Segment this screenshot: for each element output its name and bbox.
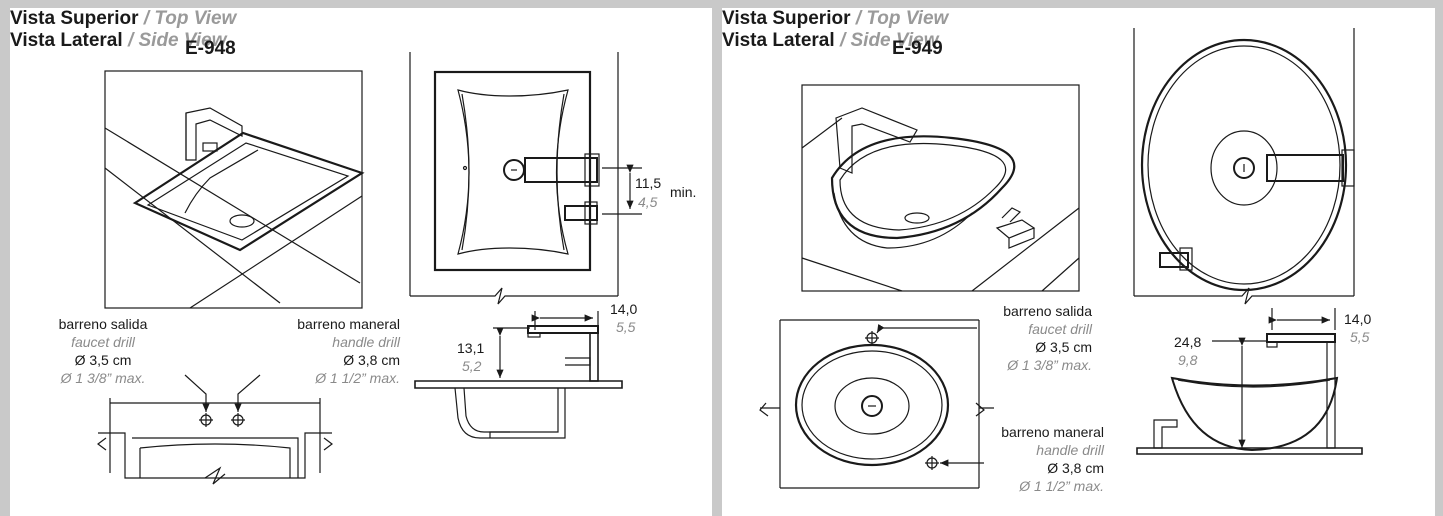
e948-side-view — [414, 311, 623, 439]
dim-top-value: 11,5 — [635, 175, 662, 191]
e948-front-view — [97, 374, 333, 485]
top-view-title-en: / Top View — [855, 8, 949, 29]
top-view-title: Vista Superior / Top View — [722, 8, 1435, 30]
side-view-title: Vista Lateral / Side View — [10, 30, 712, 52]
side-view-title-es: Vista Lateral — [10, 30, 123, 51]
e948-top-view — [409, 52, 642, 305]
dim-height-value: 24,8 — [1174, 334, 1202, 350]
dim-reach-value: 14,0 — [1344, 311, 1372, 327]
dim-top-inches: 4,5 — [638, 194, 658, 210]
model-number: E-948 — [185, 38, 236, 59]
side-view-title-es: Vista Lateral — [722, 30, 835, 51]
e949-top-view — [1133, 28, 1355, 305]
dim-reach-inches: 5,5 — [1350, 329, 1370, 345]
side-view-title-en: / Side View — [127, 30, 227, 51]
side-view-title: Vista Lateral / Side View — [722, 30, 1435, 52]
model-number: E-949 — [892, 38, 943, 59]
e949-drawings — [759, 28, 1363, 489]
e948-isometric-view — [104, 70, 365, 309]
dim-height-inches: 9,8 — [1178, 352, 1198, 368]
panel-e948: E-948 Vista Superior / Top View Vista La… — [10, 8, 712, 516]
top-view-title-es: Vista Superior — [722, 8, 851, 29]
e949-side-view — [1136, 308, 1363, 455]
dim-height-value: 13,1 — [457, 340, 485, 356]
dim-reach-inches: 5,5 — [616, 319, 636, 335]
e948-drawings — [97, 52, 642, 485]
dim-height-inches: 5,2 — [462, 358, 482, 374]
panel-e949: E-949 Vista Superior / Top View Vista La… — [722, 8, 1435, 516]
dim-top-min: min. — [670, 184, 697, 200]
top-view-title-es: Vista Superior — [10, 8, 139, 29]
side-view-title-en: / Side View — [839, 30, 939, 51]
top-view-title: Vista Superior / Top View — [10, 8, 712, 30]
top-view-title-en: / Top View — [143, 8, 237, 29]
e949-drill-plan — [759, 319, 994, 489]
e949-isometric-view — [801, 84, 1080, 292]
dim-reach-value: 14,0 — [610, 301, 638, 317]
